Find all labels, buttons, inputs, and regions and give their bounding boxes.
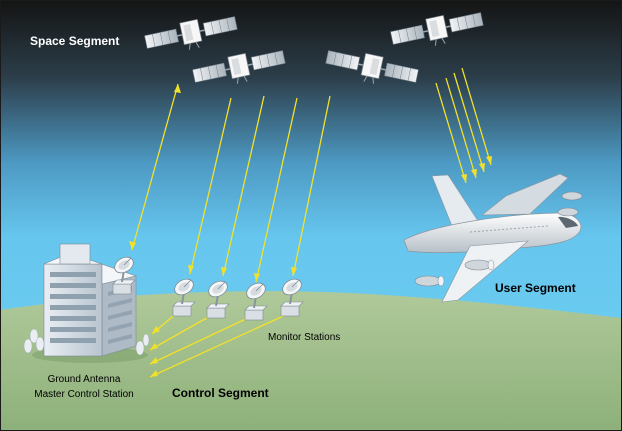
label-monitor-stations: Monitor Stations — [268, 332, 340, 343]
label-user-segment: User Segment — [495, 281, 576, 295]
building-icon — [23, 243, 150, 363]
label-space-segment: Space Segment — [30, 34, 119, 48]
ground-hill — [0, 291, 622, 431]
airplane-icon — [403, 173, 583, 303]
label-control-segment: Control Segment — [172, 386, 269, 400]
label-ground-antenna: Ground Antenna — [48, 374, 121, 385]
label-master-control-station: Master Control Station — [34, 389, 134, 400]
signal-lines — [129, 67, 492, 378]
